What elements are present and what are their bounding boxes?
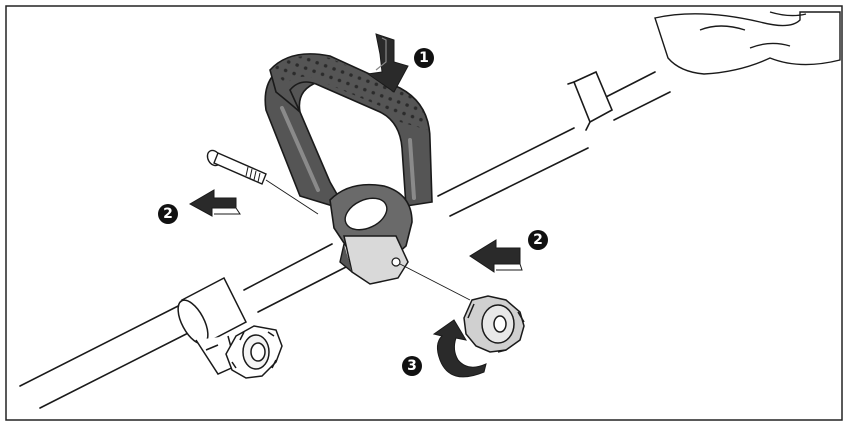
- insert-bolt-arrow: [188, 189, 241, 217]
- step-badge-3: 3: [402, 356, 422, 376]
- step-number-2a: 2: [163, 206, 173, 222]
- bolt: [206, 149, 319, 215]
- step-number-2b: 2: [533, 232, 543, 248]
- step-badge-2-bolt: 2: [158, 204, 178, 224]
- step-badge-2-knob: 2: [528, 230, 548, 250]
- press-down-arrow: [366, 33, 409, 93]
- insert-knob-arrow: [469, 239, 523, 273]
- tighten-knob-arrow: [432, 319, 487, 378]
- frame-border: [5, 5, 843, 421]
- shaft: [19, 70, 671, 409]
- motor-housing: [654, 11, 841, 75]
- step-badge-1: 1: [414, 48, 434, 68]
- step-number-3: 3: [407, 358, 417, 374]
- handle: [264, 53, 433, 285]
- lower-clamp-knob: [225, 325, 283, 379]
- knob: [399, 263, 525, 353]
- step-number-1: 1: [419, 50, 429, 66]
- lower-clamp: [177, 276, 247, 375]
